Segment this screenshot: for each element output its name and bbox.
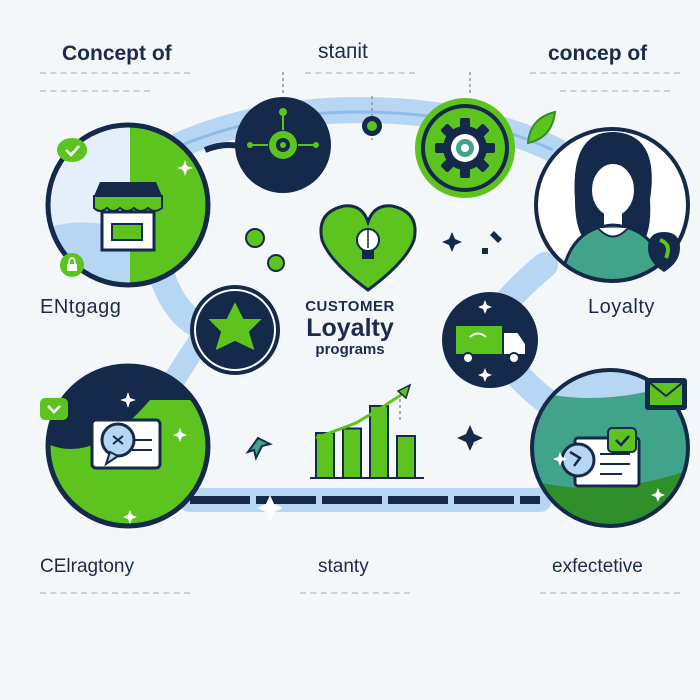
storefront-icon	[93, 182, 163, 252]
chat-bubble-icon	[560, 442, 596, 478]
speech-circle	[45, 363, 211, 529]
star-badge	[190, 285, 280, 375]
band-node	[362, 116, 382, 136]
rule-top-left	[40, 72, 190, 74]
decor-dots	[245, 228, 285, 272]
label-bottom-right: exfectetive	[552, 556, 643, 577]
chart-bar-3	[369, 405, 389, 479]
cursor-arrow-icon	[245, 436, 273, 461]
delivery-truck-icon	[454, 324, 527, 364]
rule-top-right	[530, 72, 680, 74]
center-title-line2: Loyalty	[306, 314, 394, 342]
sparkle-icon	[478, 368, 492, 382]
heart-lightbulb-icon	[319, 204, 417, 292]
sparkle-icon	[173, 428, 187, 442]
chat-speech-bubble-icon	[90, 418, 162, 470]
gear-node	[415, 98, 515, 198]
chart-bar-1	[315, 432, 335, 479]
sparkle-icon	[177, 160, 193, 176]
target-node	[235, 97, 331, 193]
rule-top-center	[305, 72, 415, 74]
chart-trend-arrowhead	[396, 383, 412, 400]
leaf-icon	[526, 110, 557, 145]
center-title-line3: programs	[315, 341, 385, 358]
chart-trend-line	[315, 391, 405, 440]
label-bottom-left: CElragtony	[40, 556, 134, 577]
center-title: CUSTOMER Loyalty programs	[268, 298, 432, 358]
chart-bar-4	[396, 435, 416, 479]
check-bubble-icon	[607, 427, 637, 453]
rule-top-right-2	[560, 90, 670, 92]
location-pin-icon	[648, 232, 680, 272]
truck-node	[442, 292, 538, 388]
bar-chart-growth-icon	[310, 383, 424, 479]
label-top-left: Concept of	[62, 42, 172, 65]
sparkle-icon	[120, 392, 136, 408]
rule-bottom-left	[40, 592, 190, 594]
label-mid-left: ENtgagg	[40, 296, 122, 318]
label-bottom-center: stanty	[318, 556, 369, 577]
rule-bottom-center	[300, 592, 410, 594]
heart-badge-icon	[40, 398, 68, 420]
label-mid-right: Loyalty	[588, 296, 655, 318]
label-top-right: concep of	[548, 42, 648, 65]
avatar-circle	[534, 127, 690, 283]
sparkle-icon	[123, 510, 137, 524]
sparkle-icon	[651, 488, 665, 502]
sparkle-icons	[442, 231, 502, 451]
center-title-line1: CUSTOMER	[305, 298, 395, 315]
chart-bar-2	[342, 427, 362, 479]
rule-bottom-right	[540, 592, 680, 594]
email-icon	[645, 378, 687, 410]
sparkle-icon	[478, 300, 492, 314]
rule-top-left-2	[40, 90, 150, 92]
label-top-center: staпit	[318, 40, 368, 63]
star-badge-icon	[203, 297, 267, 354]
sparkle-icon	[553, 452, 567, 466]
lock-icon	[60, 253, 84, 277]
chat-bubble-icon	[57, 138, 87, 162]
sparkle-icon	[257, 495, 283, 521]
